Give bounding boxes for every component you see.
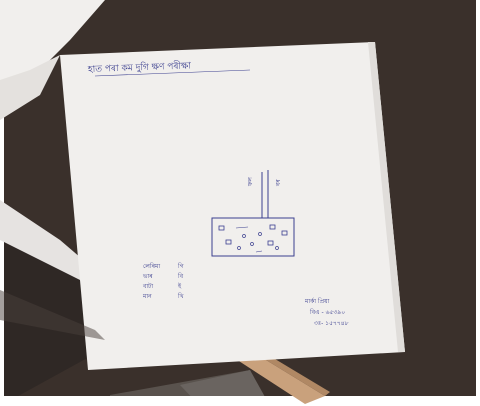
legend-key: ভাৰ <box>142 273 153 280</box>
legend-value: বি <box>177 273 184 280</box>
photo-border-right <box>476 0 480 406</box>
legend-key: লেৰিমা <box>143 263 160 270</box>
legend-key: বাটা <box>142 282 153 290</box>
legend-value: গি <box>177 263 185 270</box>
main-sheet <box>60 42 405 370</box>
signature-number: ৩ঃ- ১৫৭৭৪৮ <box>314 320 349 327</box>
flag-right-label: বৰ <box>275 179 282 187</box>
legend-value: খি <box>177 293 185 300</box>
photo-border-bottom <box>0 396 480 406</box>
flag-left-label: ফল <box>247 177 254 187</box>
signature-name: মাৰ্কা প্ৰিয়া <box>304 298 330 305</box>
signature-roll: বিএ - ৬৫৩৯০ <box>309 309 345 316</box>
legend-key: মান <box>142 293 152 300</box>
